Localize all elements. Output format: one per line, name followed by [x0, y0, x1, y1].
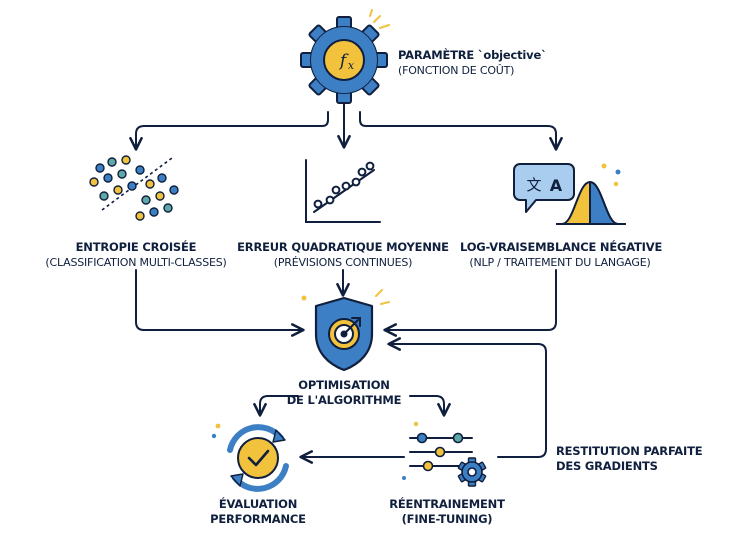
gradients-line1: RESTITUTION PARFAITE	[556, 444, 703, 458]
cross-entropy-subtitle: (CLASSIFICATION MULTI-CLASSES)	[45, 256, 227, 269]
mse-subtitle: (PRÉVISIONS CONTINUES)	[273, 256, 413, 269]
evaluation-label: ÉVALUATION PERFORMANCE	[198, 497, 318, 527]
nll-label: LOG-VRAISEMBLANCE NÉGATIVE (NLP / TRAITE…	[460, 240, 663, 270]
cross-entropy-label: ENTROPIE CROISÉE (CLASSIFICATION MULTI-C…	[28, 240, 244, 270]
connectors	[129, 101, 563, 464]
arrow-gradient-feedback	[387, 337, 547, 458]
nll-title: LOG-VRAISEMBLANCE NÉGATIVE	[460, 240, 663, 254]
retraining-label: RÉENTRAINEMENT (FINE-TUNING)	[382, 497, 512, 527]
cross-entropy-title: ENTROPIE CROISÉE	[75, 240, 197, 254]
translate-distribution-icon: 文 A	[513, 163, 626, 225]
optimisation-line1: OPTIMISATION	[298, 378, 390, 392]
sliders-gear-icon	[402, 421, 487, 487]
retraining-line2: (FINE-TUNING)	[401, 512, 493, 526]
arrow-optimisation-to-evaluation	[253, 395, 299, 417]
gradients-line2: DES GRADIENTS	[556, 459, 658, 473]
gradients-label: RESTITUTION PARFAITE DES GRADIENTS	[556, 444, 703, 474]
mse-title: ERREUR QUADRATIQUE MOYENNE	[237, 240, 449, 254]
objective-subtitle: (FONCTION DE COÛT)	[398, 64, 515, 77]
arrow-optimisation-to-retraining	[409, 395, 451, 417]
svg-text:A: A	[550, 176, 563, 195]
evaluation-line2: PERFORMANCE	[210, 512, 306, 526]
refresh-check-icon	[211, 423, 289, 492]
svg-text:x: x	[348, 59, 355, 72]
scatter-clusters-icon	[89, 155, 179, 221]
arrow-to-nll	[359, 111, 563, 151]
gear-function-icon: f x	[300, 16, 388, 104]
objective-title: PARAMÈTRE `objective`	[398, 48, 547, 62]
retraining-line1: RÉENTRAINEMENT	[389, 497, 505, 511]
shield-target-icon	[301, 289, 390, 372]
svg-text:文: 文	[526, 176, 541, 194]
sparkle-lines	[369, 9, 390, 29]
optimisation-line2: DE L'ALGORITHME	[286, 393, 402, 407]
regression-plot-icon	[305, 159, 381, 223]
mse-label: ERREUR QUADRATIQUE MOYENNE (PRÉVISIONS C…	[232, 240, 454, 270]
optimisation-label: OPTIMISATION DE L'ALGORITHME	[284, 378, 404, 408]
objective-label: PARAMÈTRE `objective` (FONCTION DE COÛT)	[398, 48, 547, 78]
evaluation-line1: ÉVALUATION	[218, 497, 298, 511]
arrow-cross-entropy-to-optimisation	[135, 269, 305, 337]
arrow-nll-to-optimisation	[383, 269, 557, 337]
arrow-to-cross-entropy	[129, 111, 329, 151]
svg-text:f: f	[338, 51, 349, 71]
nll-subtitle: (NLP / TRAITEMENT DU LANGAGE)	[469, 256, 651, 269]
